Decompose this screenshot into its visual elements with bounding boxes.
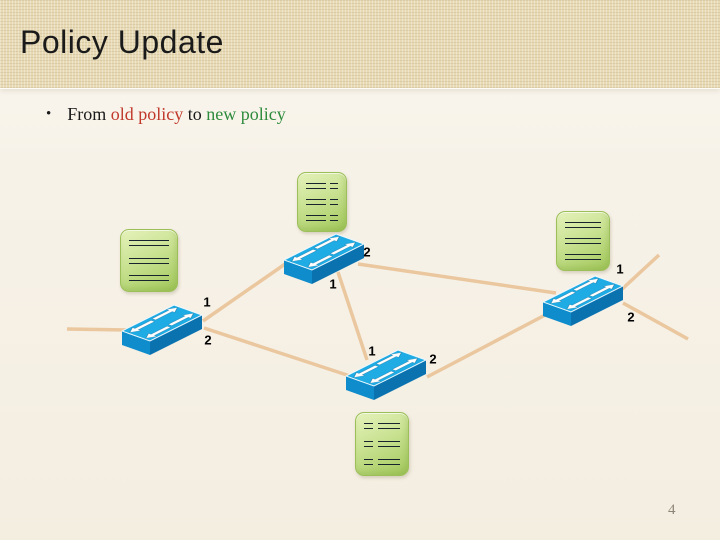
network-link bbox=[202, 260, 289, 323]
switch-icon bbox=[282, 233, 366, 284]
bullet-text: From old policy to new policy bbox=[67, 104, 286, 125]
new-policy-text: new policy bbox=[206, 104, 286, 124]
label-left-port-1: 1 bbox=[203, 294, 211, 310]
bullet-marker: • bbox=[46, 106, 52, 122]
policy-table-left bbox=[120, 229, 178, 292]
label-left-port-2: 2 bbox=[204, 332, 212, 348]
policy-rule-line bbox=[364, 423, 400, 429]
network-link bbox=[66, 327, 131, 332]
network-link bbox=[336, 271, 369, 361]
label-top-port-2: 2 bbox=[363, 244, 371, 260]
label-bottom-port-2: 2 bbox=[429, 351, 437, 367]
switch-icon bbox=[344, 349, 428, 400]
switch-icon bbox=[541, 275, 625, 326]
label-right-port-1: 1 bbox=[616, 261, 624, 277]
policy-rule-line bbox=[129, 240, 169, 246]
policy-rule-line bbox=[129, 275, 169, 281]
policy-table-bottom bbox=[355, 412, 409, 476]
policy-rule-line bbox=[129, 257, 169, 264]
network-link bbox=[357, 262, 557, 295]
label-bottom-port-1: 1 bbox=[368, 343, 376, 359]
switch-icon bbox=[120, 304, 204, 355]
switch-bottom bbox=[344, 346, 429, 402]
network-link bbox=[203, 326, 351, 378]
label-top-port-1: 1 bbox=[329, 276, 337, 292]
bullet-item: • From old policy to new policy bbox=[46, 104, 286, 125]
slide-title: Policy Update bbox=[20, 24, 224, 60]
policy-rule-line bbox=[306, 199, 338, 205]
bullet-text-from: From bbox=[67, 104, 111, 124]
title-banner: Policy Update bbox=[0, 0, 720, 88]
network-link bbox=[618, 253, 661, 293]
policy-rule-line bbox=[565, 254, 601, 260]
bullet-text-to: to bbox=[183, 104, 207, 124]
policy-rule-line bbox=[565, 238, 601, 244]
switch-right bbox=[541, 272, 626, 328]
policy-rule-line bbox=[565, 222, 601, 228]
policy-rule-line bbox=[364, 459, 400, 465]
label-right-port-2: 2 bbox=[627, 309, 635, 325]
policy-rule-line bbox=[306, 183, 338, 189]
old-policy-text: old policy bbox=[110, 104, 184, 124]
network-link bbox=[426, 311, 550, 379]
policy-rule-line bbox=[306, 215, 338, 221]
policy-rule-line bbox=[364, 441, 400, 447]
network-link bbox=[622, 301, 689, 341]
policy-table-top bbox=[297, 172, 347, 232]
page-number: 4 bbox=[668, 502, 676, 518]
switch-top bbox=[282, 230, 367, 286]
policy-table-right bbox=[556, 211, 610, 271]
switch-left bbox=[120, 301, 205, 357]
